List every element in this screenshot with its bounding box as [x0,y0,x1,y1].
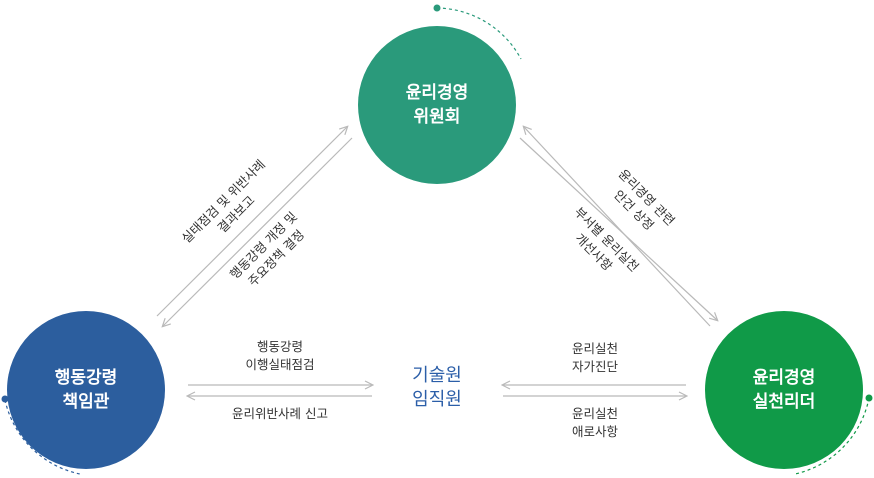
arrow-top-to-left [163,137,353,326]
arrow-top-to-right [519,137,717,320]
edge-right-center-bottom-label: 윤리실천 애로사항 [515,405,675,441]
center-line2: 임직원 [412,389,462,410]
edge-right-center-top-line2: 자가진단 [571,359,618,374]
orbit-arc-right [794,397,870,475]
node-left-line2: 책임관 [62,392,110,412]
node-ethics-leader: 윤리경영 실천리더 [705,311,863,469]
node-code-officer: 행동강령 책임관 [7,311,165,469]
arrow-right-to-top [524,127,711,327]
center-employees: 기술원 임직원 [387,364,487,412]
edge-right-center-top-label: 윤리실천 자가진단 [515,340,675,376]
edge-left-center-bottom-line: 윤리위반사례 신고 [232,406,328,421]
center-line1: 기술원 [412,365,462,386]
node-top-line1: 윤리경영 [405,83,469,103]
edge-left-center-top-line1: 행동강령 [256,339,303,354]
orbit-dot-right [865,394,873,402]
node-ethics-committee: 윤리경영 위원회 [358,26,516,184]
orbit-dot-top [433,4,441,12]
node-right-line2: 실천리더 [752,392,816,412]
arrow-left-to-top [156,127,347,317]
orbit-dot-left [1,395,9,403]
edge-left-center-top-line2: 이행실태점검 [245,357,315,372]
node-top-line2: 위원회 [413,107,461,127]
edge-left-center-top-label: 행동강령 이행실태점검 [200,338,360,374]
edge-right-center-bottom-line1: 윤리실천 [571,406,618,421]
orbit-arc-top [436,7,522,60]
node-left-line1: 행동강령 [54,368,118,388]
edge-right-center-top-line1: 윤리실천 [571,341,618,356]
node-right-line1: 윤리경영 [752,368,816,388]
edge-right-center-bottom-line2: 애로사항 [571,424,618,439]
edge-left-center-bottom-label: 윤리위반사례 신고 [200,405,360,423]
